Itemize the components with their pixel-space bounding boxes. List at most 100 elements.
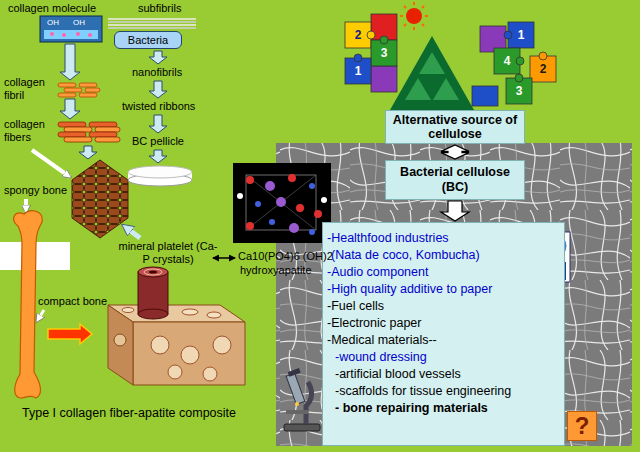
bone-section-picture-part xyxy=(138,272,168,314)
microscope-icon-part xyxy=(295,402,299,406)
bacteria-box: Bacteria xyxy=(114,31,182,49)
collagen-fibril-picture-part xyxy=(64,88,82,92)
list-item: -Fuel cells xyxy=(327,298,560,315)
flow-arrow-part xyxy=(149,150,167,163)
bone-picture xyxy=(14,211,42,398)
chemical-formula: Ca10(PO4)6 (OH)2 xyxy=(238,250,333,263)
microscope-icon xyxy=(284,368,320,431)
collagen-molecule-picture-part xyxy=(88,33,92,37)
hydroxyapatite-crystal-picture-part xyxy=(246,175,316,230)
collagen-fibers-picture-part xyxy=(95,137,120,142)
part-label: collagen fibril xyxy=(4,76,56,102)
sun-picture-part xyxy=(404,6,406,8)
puzzle-picture-part xyxy=(354,54,362,62)
bone-section-picture-part xyxy=(207,312,221,318)
collagen-fibers-picture-part xyxy=(89,122,117,127)
part-label: compact bone xyxy=(38,295,107,308)
bone-section-picture-part xyxy=(122,308,134,313)
collagen-molecule-picture-part xyxy=(40,16,102,42)
sun-picture-part xyxy=(425,15,428,17)
collagen-molecule-picture-part xyxy=(76,32,80,36)
list-item: -scaffolds for tissue engineering xyxy=(327,383,560,400)
list-item: -Healthfood industries xyxy=(327,230,560,247)
microscope-icon-part xyxy=(284,424,320,431)
bc-pellicle-picture-part xyxy=(128,166,192,178)
collagen-molecule-picture xyxy=(40,16,102,42)
bone-section-picture xyxy=(108,267,245,385)
part-label: nanofibrils xyxy=(132,66,182,79)
flow-arrow-part xyxy=(79,146,97,159)
hydroxyapatite-crystal-picture-part xyxy=(246,222,254,230)
list-item: -Audio component xyxy=(327,264,560,281)
puzzle-number: 2 xyxy=(530,62,556,76)
bone-section-picture-part xyxy=(181,346,199,364)
sun-picture-part xyxy=(406,8,422,24)
hydroxyapatite-crystal-picture-part xyxy=(321,197,327,203)
part-label: collagen molecule xyxy=(8,2,96,15)
hydroxyapatite-crystal-picture-part xyxy=(255,201,261,207)
collagen-fibril-picture-part xyxy=(58,83,76,87)
box-text: Bacteria xyxy=(117,33,179,47)
puzzle-picture-part xyxy=(515,74,523,82)
puzzle-picture-part xyxy=(371,66,397,92)
list-item: -Medical materials-- xyxy=(327,332,560,349)
part-label: spongy bone xyxy=(4,184,67,197)
hydroxyapatite-crystal-picture-part xyxy=(246,175,316,230)
hydroxyapatite-crystal-picture-part xyxy=(246,176,254,184)
question-box: ? xyxy=(567,411,597,441)
puzzle-number: 1 xyxy=(508,28,534,42)
puzzle-picture-part xyxy=(516,57,524,65)
tree-picture-part xyxy=(433,78,459,100)
subfibrils-picture-part xyxy=(108,24,196,25)
hydroxyapatite-crystal-picture xyxy=(233,163,331,243)
microscope-icon-part xyxy=(286,373,305,404)
microscope-icon-part xyxy=(288,368,301,377)
leader-arrow-part xyxy=(24,199,28,212)
part-label: mineral platelet (Ca-P crystals) xyxy=(118,240,218,266)
application-list-box: -Healthfood industries(Nata de coco, Kom… xyxy=(322,222,565,446)
block-arrow xyxy=(441,145,469,159)
hydroxyapatite-crystal-picture-part xyxy=(246,175,316,230)
collagen-molecule-picture-part xyxy=(50,32,54,36)
leader-arrow-part xyxy=(124,226,140,238)
box-title: Bacterial cellulose (BC) xyxy=(390,165,520,195)
mineralized-fiber-picture xyxy=(72,160,128,238)
list-item: -High quality additive to paper xyxy=(327,281,560,298)
puzzle-number: 1 xyxy=(345,64,371,78)
bone-section-picture-part xyxy=(151,336,169,354)
block-arrow xyxy=(441,201,469,221)
subfibrils-picture-part xyxy=(108,18,196,19)
bone-section-picture-part xyxy=(138,309,168,319)
sun-picture-part xyxy=(404,24,406,26)
collagen-molecule-picture-part xyxy=(62,33,66,37)
bone-section-picture-part xyxy=(203,367,217,381)
leader-arrow xyxy=(26,150,235,321)
box-title: Alternative source of cellulose xyxy=(390,113,520,141)
collagen-molecule-picture-part xyxy=(44,30,98,39)
chemical-group: OH xyxy=(73,18,85,28)
sun-picture xyxy=(400,2,428,30)
bone-section-picture-part xyxy=(133,322,245,385)
bone-section-picture-part xyxy=(108,305,133,385)
figure-caption: Type I collagen fiber-apatite composite xyxy=(22,406,236,421)
hydroxyapatite-crystal-picture-part xyxy=(269,219,275,225)
hydroxyapatite-crystal-picture-part xyxy=(296,204,304,212)
question-mark: ? xyxy=(568,412,596,440)
list-item: -artificial blood vessels xyxy=(327,366,560,383)
puzzle-number: 2 xyxy=(345,28,371,42)
collagen-fibers-picture-part xyxy=(64,127,92,132)
bone-section-picture-part xyxy=(138,267,168,277)
hydroxyapatite-crystal-picture-part xyxy=(314,210,322,218)
collagen-fibril-picture-part xyxy=(79,93,97,97)
hydroxyapatite-crystal-picture-part xyxy=(276,197,286,207)
tree-picture-part xyxy=(419,52,445,74)
microscope-icon-part xyxy=(286,410,308,414)
flow-arrow-part xyxy=(149,81,167,98)
puzzle-number: 4 xyxy=(494,54,520,68)
sun-picture-part xyxy=(413,27,415,30)
puzzle-picture-part xyxy=(472,86,498,106)
flow-arrow-part xyxy=(149,51,167,64)
collagen-fibril-picture-part xyxy=(58,93,76,97)
part-label: twisted ribbons xyxy=(122,100,195,113)
part-label: BC pellicle xyxy=(132,135,184,148)
